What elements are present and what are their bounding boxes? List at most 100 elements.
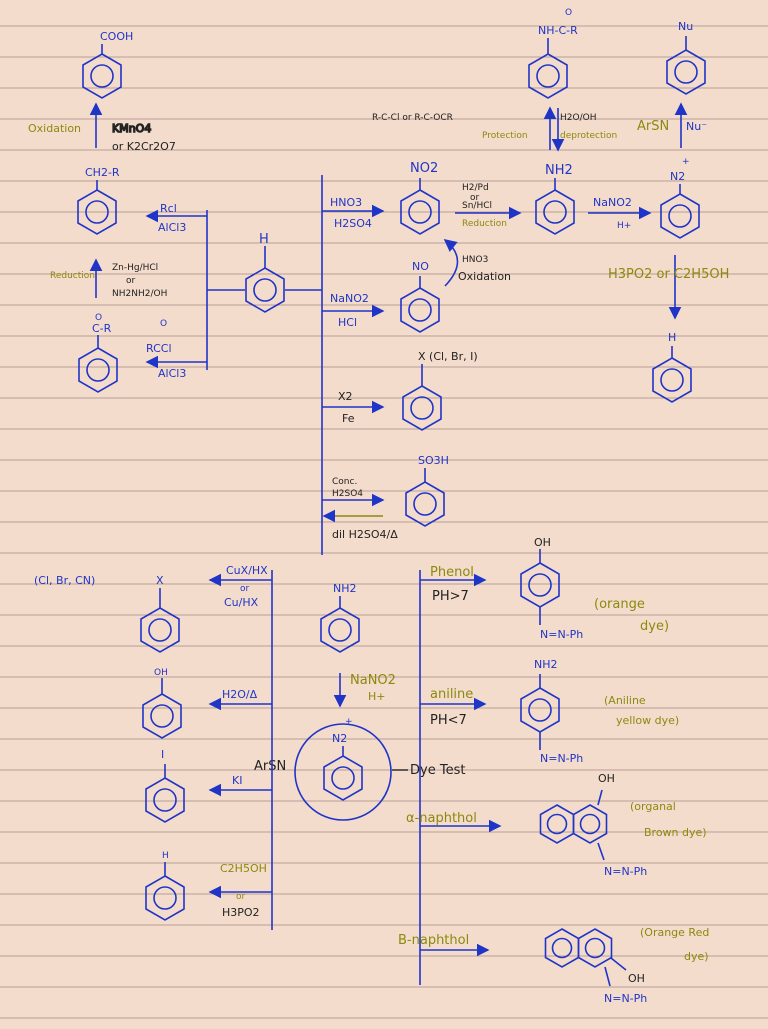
svg-text:NH2: NH2 bbox=[534, 658, 558, 671]
svg-text:C-R: C-R bbox=[92, 322, 112, 335]
svg-text:Brown dye): Brown dye) bbox=[644, 826, 707, 839]
svg-text:SO3H: SO3H bbox=[418, 454, 449, 467]
svg-text:NH2NH2/OH: NH2NH2/OH bbox=[112, 289, 167, 299]
svg-text:COOH: COOH bbox=[100, 30, 133, 43]
svg-text:N2: N2 bbox=[332, 732, 347, 745]
halobenzene: X (Cl, Br, I) bbox=[402, 350, 478, 431]
aryl-halide-sandmeyer: X bbox=[140, 574, 180, 653]
aniline-top: NH2 bbox=[535, 163, 575, 235]
svg-text:NaNO2: NaNO2 bbox=[330, 292, 369, 305]
svg-text:H3PO2: H3PO2 bbox=[222, 906, 260, 919]
svg-text:H+: H+ bbox=[617, 221, 631, 231]
svg-text:B-naphthol: B-naphthol bbox=[398, 933, 469, 948]
svg-text:H: H bbox=[162, 851, 169, 861]
svg-text:OH: OH bbox=[154, 668, 168, 678]
svg-text:yellow dye): yellow dye) bbox=[616, 714, 679, 727]
svg-text:Nu: Nu bbox=[678, 20, 693, 33]
svg-text:dil H2SO4/Δ: dil H2SO4/Δ bbox=[332, 528, 398, 541]
svg-text:I: I bbox=[161, 748, 164, 761]
svg-text:X2: X2 bbox=[338, 390, 353, 403]
svg-text:O: O bbox=[160, 319, 167, 329]
svg-text:C2H5OH: C2H5OH bbox=[220, 862, 267, 875]
svg-text:or K2Cr2O7: or K2Cr2O7 bbox=[112, 140, 176, 153]
ruled-lines bbox=[0, 25, 768, 1019]
svg-text:or: or bbox=[236, 892, 246, 902]
svg-text:(Aniline: (Aniline bbox=[604, 694, 646, 707]
svg-text:H: H bbox=[259, 232, 269, 247]
svg-text:+: + bbox=[682, 157, 690, 167]
svg-text:NH2: NH2 bbox=[545, 163, 573, 178]
nu-benzene: Nu bbox=[666, 20, 706, 95]
benzene-center: H bbox=[245, 232, 285, 313]
svg-text:AlCl3: AlCl3 bbox=[158, 367, 186, 380]
svg-text:PH>7: PH>7 bbox=[432, 589, 469, 604]
alkyl-benzene: CH2-R bbox=[77, 166, 120, 235]
svg-text:(orange: (orange bbox=[594, 597, 645, 612]
svg-text:NaNO2: NaNO2 bbox=[593, 196, 632, 209]
arrow-oxidation-nitroso bbox=[443, 238, 459, 287]
svg-text:N2: N2 bbox=[670, 170, 685, 183]
svg-text:AlCl3: AlCl3 bbox=[158, 221, 186, 234]
svg-text:Cu/HX: Cu/HX bbox=[224, 596, 259, 609]
svg-text:OH: OH bbox=[534, 536, 551, 549]
svg-text:Oxidation: Oxidation bbox=[458, 270, 511, 283]
benzene-bottom: H bbox=[145, 851, 185, 921]
svg-text:NaNO2: NaNO2 bbox=[350, 673, 396, 688]
aniline-yellow-dye: NH2 N=N-Ph bbox=[520, 658, 583, 765]
svg-text:Conc.: Conc. bbox=[332, 477, 357, 487]
svg-text:R-C-Cl or R-C-OCR: R-C-Cl or R-C-OCR bbox=[372, 113, 453, 123]
diazonium-top: N2 + bbox=[660, 157, 700, 239]
svg-text:HNO3: HNO3 bbox=[462, 255, 488, 265]
svg-text:Zn-Hg/HCl: Zn-Hg/HCl bbox=[112, 263, 158, 273]
svg-text:or: or bbox=[126, 276, 136, 286]
svg-text:X (Cl, Br, I): X (Cl, Br, I) bbox=[418, 350, 478, 363]
svg-text:ArSN: ArSN bbox=[637, 119, 669, 134]
svg-text:deprotection: deprotection bbox=[560, 131, 617, 141]
benzoic-acid: COOH bbox=[82, 30, 133, 99]
svg-text:+: + bbox=[345, 717, 353, 727]
svg-text:α-naphthol: α-naphthol bbox=[406, 811, 477, 826]
svg-text:or: or bbox=[240, 584, 250, 594]
svg-text:NO: NO bbox=[412, 260, 429, 273]
svg-text:Sn/HCl: Sn/HCl bbox=[462, 201, 492, 211]
acetanilide: O NH-C-R bbox=[528, 8, 578, 99]
svg-text:N=N-Ph: N=N-Ph bbox=[540, 752, 583, 765]
svg-text:Reduction: Reduction bbox=[50, 271, 95, 281]
svg-text:HCl: HCl bbox=[338, 316, 357, 329]
svg-text:PH<7: PH<7 bbox=[430, 713, 467, 728]
svg-text:KMnO4: KMnO4 bbox=[112, 122, 151, 135]
orange-red-dye: OH N=N-Ph bbox=[544, 928, 647, 1005]
svg-text:(Orange Red: (Orange Red bbox=[640, 926, 709, 939]
svg-text:Protection: Protection bbox=[482, 131, 528, 141]
svg-text:H2/Pd: H2/Pd bbox=[462, 183, 489, 193]
svg-text:NO2: NO2 bbox=[410, 161, 438, 176]
svg-text:HNO3: HNO3 bbox=[330, 196, 362, 209]
svg-text:KI: KI bbox=[232, 774, 242, 787]
phenol-product: OH bbox=[142, 668, 182, 739]
diazonium-highlight-circle bbox=[294, 723, 392, 821]
svg-text:N=N-Ph: N=N-Ph bbox=[604, 992, 647, 1005]
svg-text:dye): dye) bbox=[640, 619, 669, 634]
orange-dye: OH N=N-Ph bbox=[520, 536, 583, 641]
nitrobenzene: NO2 bbox=[400, 161, 440, 235]
svg-text:CuX/HX: CuX/HX bbox=[226, 564, 268, 577]
benzenesulphonic-acid: SO3H bbox=[405, 454, 449, 527]
svg-text:dye): dye) bbox=[684, 950, 709, 963]
svg-text:H2O/OH: H2O/OH bbox=[560, 113, 596, 123]
svg-text:H2SO4: H2SO4 bbox=[332, 489, 363, 499]
svg-text:Rcl: Rcl bbox=[160, 202, 177, 215]
svg-text:aniline: aniline bbox=[430, 687, 473, 702]
orange-brown-dye: OH N=N-Ph bbox=[539, 772, 647, 878]
svg-text:Phenol: Phenol bbox=[430, 565, 474, 580]
svg-text:X: X bbox=[156, 574, 164, 587]
svg-text:CH2-R: CH2-R bbox=[85, 166, 120, 179]
svg-text:O: O bbox=[565, 8, 572, 18]
svg-text:H: H bbox=[668, 331, 676, 344]
svg-text:ArSN: ArSN bbox=[254, 759, 286, 774]
svg-text:H2SO4: H2SO4 bbox=[334, 217, 372, 230]
svg-text:(Cl, Br, CN): (Cl, Br, CN) bbox=[34, 574, 95, 587]
svg-text:O: O bbox=[95, 313, 102, 323]
benzene-final-top: H bbox=[652, 331, 692, 403]
